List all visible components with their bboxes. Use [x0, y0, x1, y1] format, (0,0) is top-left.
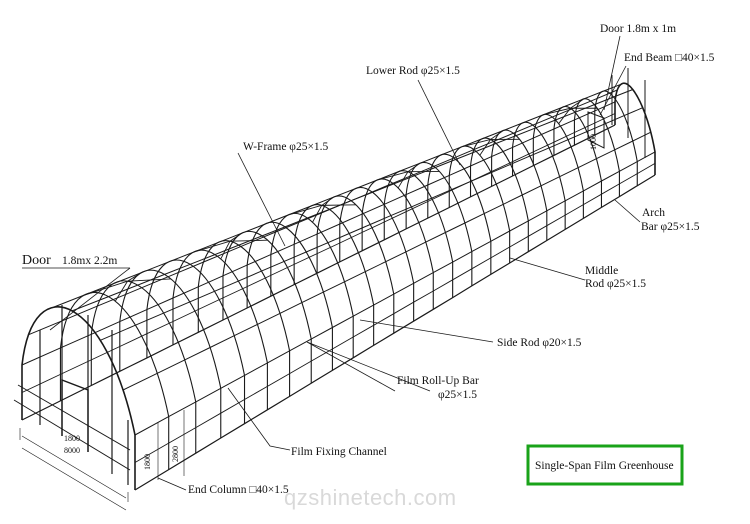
w-frame	[192, 232, 268, 260]
label-film-rollup-line1: Film Roll-Up Bar	[397, 375, 479, 387]
leader-film-channel	[227, 387, 291, 451]
label-door-side-size: 1.8mx 2.2m	[62, 255, 117, 267]
leader-side-rod	[359, 319, 494, 343]
label-film-fixing-channel: Film Fixing Channel	[291, 446, 387, 458]
arch-bar	[532, 113, 584, 219]
label-door-end: Door 1.8m x 1m	[600, 23, 676, 35]
leader-lines	[22, 35, 641, 491]
dimension-line	[19, 428, 129, 511]
label-lower-rod: Lower Rod φ25×1.5	[366, 65, 460, 77]
arch-bar	[594, 90, 638, 186]
arch-bar	[90, 280, 197, 454]
leader-middle-rod	[509, 257, 586, 281]
w-frame	[288, 196, 356, 223]
leader-arch-bar	[614, 199, 641, 223]
label-arch-bar-line1: Arch	[642, 207, 665, 219]
greenhouse-frame	[13, 68, 656, 511]
leader-end-column	[157, 477, 187, 491]
label-film-rollup-line2: φ25×1.5	[438, 389, 477, 401]
label-side-rod: Side Rod φ20×1.5	[497, 337, 582, 349]
longitudinal-rod	[71, 89, 633, 312]
side-rod	[134, 163, 656, 463]
dimension-end-mark: 1000	[589, 134, 598, 150]
leader-end-beam	[599, 65, 627, 116]
w-frame	[543, 98, 598, 124]
longitudinal-rod	[134, 151, 656, 436]
title-box-text: Single-Span Film Greenhouse	[535, 460, 674, 472]
arch-bar	[614, 82, 656, 175]
longitudinal-rod	[100, 107, 643, 341]
arch-bar	[511, 121, 566, 230]
end-column	[39, 305, 129, 485]
base-rail	[21, 124, 616, 421]
dimension-line	[157, 410, 185, 480]
arch-bar	[59, 291, 170, 470]
leader-door-end	[603, 35, 621, 111]
label-w-frame: W-Frame φ25×1.5	[243, 141, 329, 153]
watermark: qzshinetech.com	[284, 485, 457, 510]
longitudinal-rod	[122, 131, 652, 391]
longitudinal-rod	[45, 82, 624, 311]
longitudinal-rod	[21, 101, 616, 366]
w-frame	[377, 162, 440, 189]
dimension-height-b: 2800	[171, 446, 180, 462]
title-box	[526, 444, 684, 486]
label-middle-rod-line1: Middle	[585, 265, 618, 277]
door-frame	[61, 378, 89, 452]
label-arch-bar-line2: Bar φ25×1.5	[641, 221, 700, 233]
end-beam	[13, 384, 131, 471]
arch-bar	[246, 221, 333, 371]
dimension-width-b: 8000	[64, 446, 80, 455]
dimension-width-a: 1800	[64, 434, 80, 443]
arch-bar	[270, 212, 354, 358]
label-end-column: End Column □40×1.5	[188, 484, 289, 496]
label-door-side-name: Door	[22, 253, 51, 268]
leader-lower-rod	[417, 79, 461, 166]
w-frame	[83, 272, 171, 302]
w-frame	[462, 130, 520, 156]
label-end-beam: End Beam □40×1.5	[624, 52, 715, 64]
leader-film-rollup	[306, 341, 431, 392]
leader-w-frame	[237, 152, 286, 247]
dimension-height-a: 1800	[143, 454, 152, 470]
base-rail	[134, 174, 656, 491]
end-column-back	[611, 68, 646, 158]
label-middle-rod-line2: Rod φ25×1.5	[585, 278, 646, 290]
side-rod	[21, 113, 616, 393]
door-back	[587, 111, 605, 149]
leader-door-side	[22, 267, 131, 331]
arch-bar	[427, 153, 492, 275]
